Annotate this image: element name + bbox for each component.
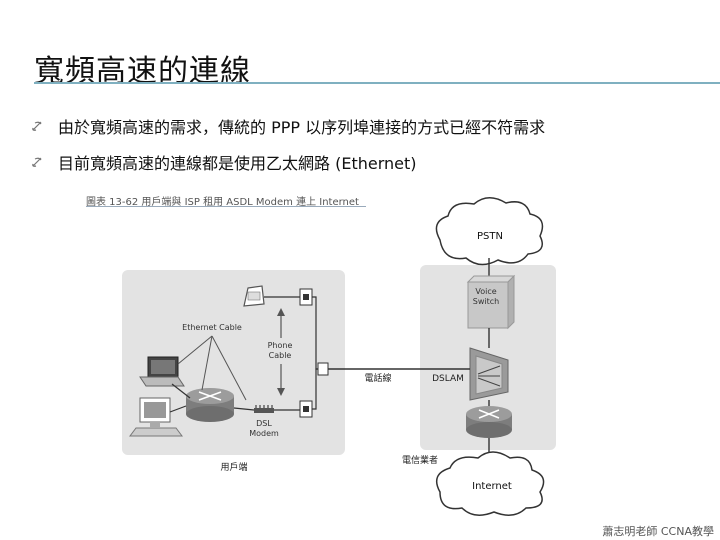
- internet-cloud-icon: [435, 451, 545, 516]
- telecom-provider-label: 電信業者: [402, 454, 438, 466]
- dsl-modem-label: Modem: [249, 429, 279, 438]
- phone-cable-label: Phone: [268, 341, 293, 350]
- dsl-modem-label: DSL: [256, 419, 272, 428]
- bullet-icon: [32, 121, 42, 131]
- phone-cable-label: Cable: [269, 351, 292, 360]
- laptop-link: [171, 383, 191, 399]
- voice-switch-label: Switch: [473, 297, 499, 306]
- internet-label: Internet: [472, 481, 512, 492]
- bullet-item: 由於寬頻高速的需求，傳統的 PPP 以序列埠連接的方式已經不符需求: [30, 114, 545, 138]
- isp-router-icon: [466, 406, 512, 438]
- dslam-icon: [469, 347, 509, 401]
- jack-link-bottom: [312, 368, 318, 410]
- laptop-icon: [139, 356, 185, 387]
- router-modem-link: [233, 407, 255, 411]
- dsl-modem-icon: [254, 405, 274, 413]
- telephone-icon: [243, 285, 265, 307]
- voice-switch-label: Voice: [475, 287, 496, 296]
- customer-router-icon: [186, 388, 234, 422]
- pstn-cloud-icon: [435, 197, 544, 266]
- wall-jack-port: [303, 406, 309, 412]
- footer-credit: 蕭志明老師 CCNA教學: [602, 525, 714, 538]
- arrow-up-icon: [277, 308, 285, 316]
- desktop-computer-icon: [129, 397, 183, 437]
- figure-caption: 圖表 13-62 用戶端與 ISP 租用 ASDL Modem 連上 Inter…: [86, 197, 359, 208]
- caption-underline: [86, 206, 366, 207]
- pstn-label: PSTN: [477, 231, 503, 242]
- bullet-item: 目前寬頻高速的連線都是使用乙太網路 (Ethernet): [30, 150, 417, 174]
- voice-switch-icon: [466, 274, 516, 330]
- bullet-icon: [32, 157, 42, 167]
- title-divider: [34, 82, 720, 84]
- desktop-link: [169, 405, 187, 413]
- wall-jack-port: [303, 294, 309, 300]
- junction-box-icon: [317, 362, 329, 376]
- customer-site-label: 用戶端: [220, 461, 247, 473]
- phone-line-label: 電話線: [364, 372, 391, 384]
- ethernet-pointer: [201, 335, 213, 391]
- ethernet-pointer: [177, 335, 213, 365]
- arrow-down-icon: [277, 388, 285, 396]
- bullet-text: 目前寬頻高速的連線都是使用乙太網路 (Ethernet): [58, 154, 417, 173]
- ethernet-cable-label: Ethernet Cable: [182, 323, 242, 332]
- dslam-label: DSLAM: [432, 374, 464, 384]
- ethernet-pointer: [211, 335, 247, 401]
- bullet-text: 由於寬頻高速的需求，傳統的 PPP 以序列埠連接的方式已經不符需求: [58, 118, 546, 137]
